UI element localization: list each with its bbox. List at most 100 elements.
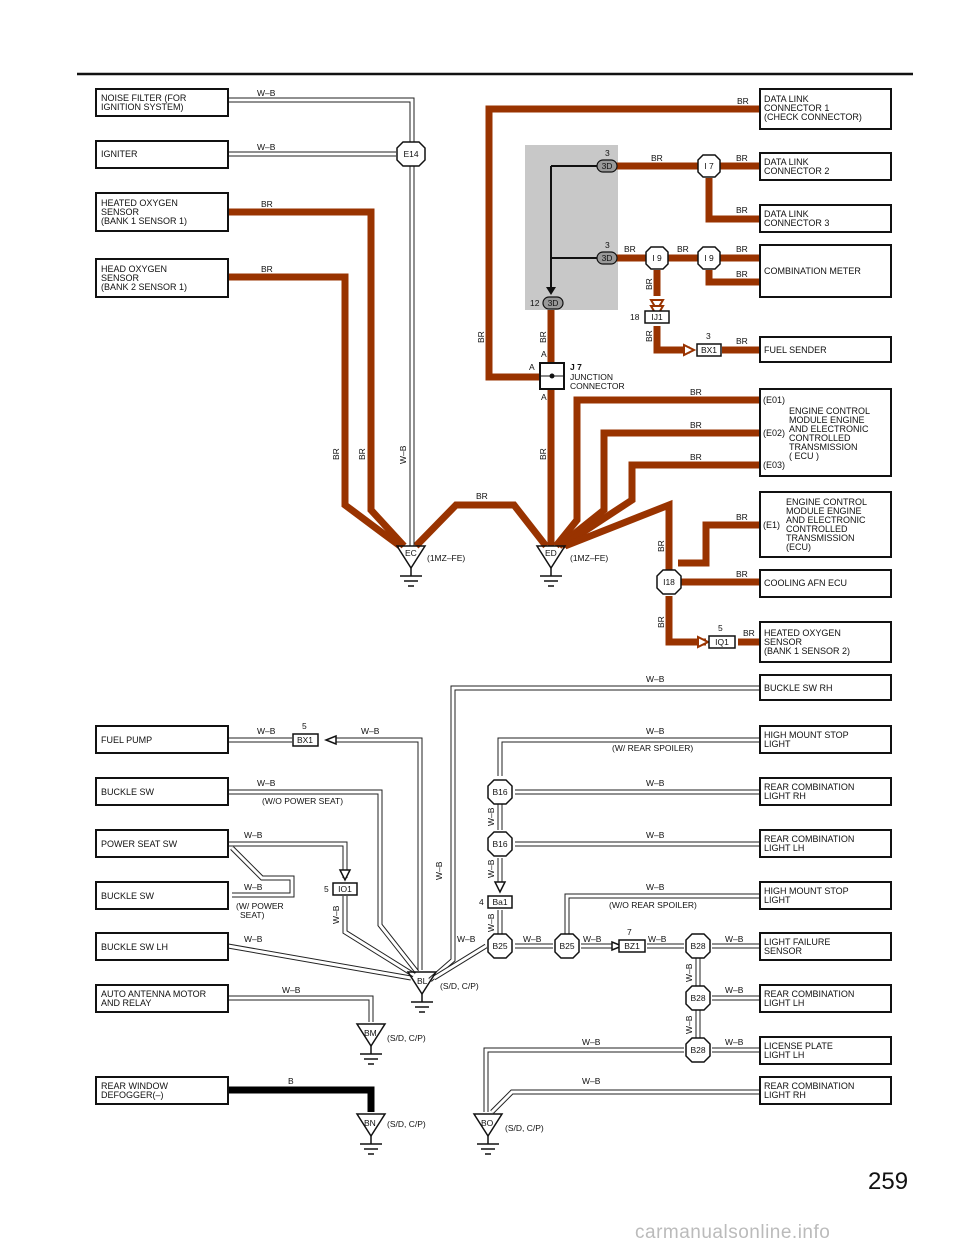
svg-text:W–B: W–B: [523, 934, 542, 944]
svg-text:AUTO ANTENNA MOTOR: AUTO ANTENNA MOTOR: [101, 989, 207, 999]
component-box: [759, 491, 892, 558]
svg-text:W–B: W–B: [725, 1037, 744, 1047]
component-box: [95, 88, 229, 117]
component-box: [95, 829, 229, 858]
svg-text:FUEL SENDER: FUEL SENDER: [764, 345, 827, 355]
connector-b16: [487, 779, 513, 805]
svg-text:(W/O REAR SPOILER): (W/O REAR SPOILER): [609, 900, 697, 910]
connector-3d: [542, 296, 564, 310]
svg-text:BR: BR: [736, 244, 748, 254]
svg-text:(S/D, C/P): (S/D, C/P): [387, 1119, 426, 1129]
svg-text:I 9: I 9: [652, 253, 662, 263]
svg-text:W–B: W–B: [684, 963, 694, 982]
svg-text:W–B: W–B: [725, 934, 744, 944]
svg-text:BR: BR: [737, 96, 749, 106]
svg-text:W–B: W–B: [646, 882, 665, 892]
svg-text:W–B: W–B: [725, 985, 744, 995]
svg-text:LIGHT RH: LIGHT RH: [764, 1090, 806, 1100]
svg-text:DATA LINK: DATA LINK: [764, 209, 809, 219]
svg-text:4: 4: [479, 897, 484, 907]
svg-text:FUEL PUMP: FUEL PUMP: [101, 735, 152, 745]
svg-text:W–B: W–B: [648, 934, 667, 944]
svg-text:I18: I18: [663, 577, 675, 587]
svg-text:W–B: W–B: [244, 882, 263, 892]
svg-text:BR: BR: [538, 448, 548, 460]
svg-text:BX1: BX1: [701, 345, 717, 355]
svg-text:(BANK 2 SENSOR 1): (BANK 2 SENSOR 1): [101, 282, 187, 292]
svg-text:IJ1: IJ1: [651, 312, 663, 322]
svg-text:(ECU): (ECU): [786, 542, 811, 552]
svg-text:W–B: W–B: [257, 778, 276, 788]
svg-text:REAR COMBINATION: REAR COMBINATION: [764, 834, 854, 844]
svg-text:A: A: [541, 349, 547, 359]
svg-text:E14: E14: [403, 149, 418, 159]
component-box: [95, 258, 229, 298]
connector-b28: [685, 985, 711, 1011]
svg-text:REAR WINDOW: REAR WINDOW: [101, 1081, 169, 1091]
arrow-icons: [323, 299, 711, 952]
svg-text:BR: BR: [331, 448, 341, 460]
component-box: [759, 984, 892, 1013]
svg-text:CONNECTOR 2: CONNECTOR 2: [764, 166, 829, 176]
svg-text:W–B: W–B: [486, 807, 496, 826]
svg-text:W–B: W–B: [646, 830, 665, 840]
svg-text:A: A: [529, 362, 535, 372]
svg-text:W–B: W–B: [361, 726, 380, 736]
svg-text:BR: BR: [476, 331, 486, 343]
svg-text:SENSOR: SENSOR: [101, 273, 140, 283]
svg-text:BR: BR: [690, 387, 702, 397]
wb-wires: [227, 97, 760, 1114]
component-box: [759, 388, 892, 477]
component-box: [95, 1076, 229, 1105]
right-components: DATA LINK CONNECTOR 1 (CHECK CONNECTOR) …: [759, 88, 892, 1105]
svg-text:BR: BR: [736, 512, 748, 522]
svg-text:(W/ REAR SPOILER): (W/ REAR SPOILER): [612, 743, 693, 753]
component-box: [95, 932, 229, 961]
svg-text:BUCKLE SW: BUCKLE SW: [101, 891, 155, 901]
svg-text:BR: BR: [736, 569, 748, 579]
svg-text:BR: BR: [690, 420, 702, 430]
svg-text:TRANSMISSION: TRANSMISSION: [786, 533, 855, 543]
svg-text:HIGH MOUNT STOP: HIGH MOUNT STOP: [764, 730, 849, 740]
svg-text:(BANK 1 SENSOR 1): (BANK 1 SENSOR 1): [101, 216, 187, 226]
connector-b25: [487, 933, 513, 959]
svg-text:(E1): (E1): [763, 520, 780, 530]
ground-icon: [395, 545, 427, 570]
svg-text:NOISE FILTER (FOR: NOISE FILTER (FOR: [101, 93, 187, 103]
connector-bx1: [696, 343, 722, 357]
svg-text:CONNECTOR 1: CONNECTOR 1: [764, 103, 829, 113]
svg-text:W–B: W–B: [486, 913, 496, 932]
svg-text:BUCKLE SW: BUCKLE SW: [101, 787, 155, 797]
svg-text:JUNCTION: JUNCTION: [570, 372, 613, 382]
connector-i9: [645, 246, 669, 270]
svg-text:BUCKLE SW LH: BUCKLE SW LH: [101, 942, 168, 952]
svg-text:AND RELAY: AND RELAY: [101, 998, 151, 1008]
svg-text:REAR COMBINATION: REAR COMBINATION: [764, 1081, 854, 1091]
svg-text:BR: BR: [476, 491, 488, 501]
svg-text:B: B: [288, 1076, 294, 1086]
arrow-icon: [611, 940, 625, 952]
svg-text:I 7: I 7: [704, 161, 714, 171]
svg-text:BX1: BX1: [297, 735, 313, 745]
svg-text:W–B: W–B: [398, 445, 408, 464]
svg-text:BR: BR: [651, 153, 663, 163]
svg-text:LIGHT LH: LIGHT LH: [764, 1050, 804, 1060]
svg-text:BO: BO: [481, 1118, 494, 1128]
svg-text:BR: BR: [736, 336, 748, 346]
svg-text:3: 3: [605, 148, 610, 158]
svg-text:( ECU ): ( ECU ): [789, 451, 819, 461]
svg-text:B25: B25: [559, 941, 574, 951]
ground-icon: [472, 1113, 504, 1138]
connector-ij1: [644, 310, 670, 324]
svg-text:A: A: [541, 392, 547, 402]
svg-text:SENSOR: SENSOR: [101, 207, 140, 217]
svg-text:ENGINE CONTROL: ENGINE CONTROL: [786, 497, 867, 507]
svg-text:ED: ED: [545, 548, 557, 558]
svg-text:BR: BR: [736, 269, 748, 279]
svg-text:BR: BR: [624, 244, 636, 254]
svg-text:W–B: W–B: [434, 861, 444, 880]
svg-text:W–B: W–B: [257, 142, 276, 152]
svg-text:CONNECTOR 3: CONNECTOR 3: [764, 218, 829, 228]
svg-text:BR: BR: [261, 264, 273, 274]
svg-text:(1MZ–FE): (1MZ–FE): [427, 553, 465, 563]
